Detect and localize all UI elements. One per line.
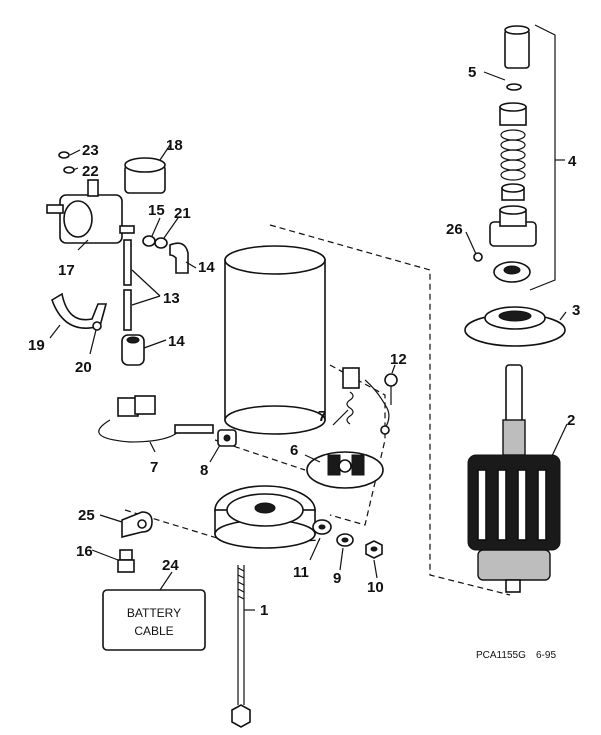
callout-labels: 5 4 26 3 2 12 7 6 7 8 11 9 10 1 23 22 18… (28, 64, 580, 619)
callout-6: 6 (290, 442, 298, 459)
callout-21: 21 (174, 205, 191, 222)
callout-19: 19 (28, 337, 45, 354)
drive-cap (504, 25, 530, 69)
drive-sleeve (499, 102, 527, 126)
brush-assembly-lower (98, 395, 214, 443)
callout-18: 18 (166, 137, 183, 154)
end-cap (464, 306, 566, 347)
insulator-8 (217, 429, 237, 447)
callout-5: 5 (468, 64, 476, 81)
callout-2: 2 (567, 412, 575, 429)
motor-frame (224, 245, 326, 435)
leader-lines (49, 71, 568, 611)
callout-23: 23 (82, 142, 99, 159)
callout-22: 22 (82, 163, 99, 180)
drive-pinion (489, 205, 537, 247)
callout-14-upper: 14 (198, 259, 215, 276)
brush-assembly-upper (342, 367, 390, 435)
callout-20: 20 (75, 359, 92, 376)
boot-18 (124, 157, 166, 194)
screw-20 (92, 321, 102, 331)
brush-plate (306, 451, 384, 489)
callout-24: 24 (162, 557, 179, 574)
washer-21 (154, 237, 168, 249)
clip-25 (121, 511, 153, 539)
cable-13 (123, 239, 132, 331)
callout-9: 9 (333, 570, 341, 587)
callout-12: 12 (390, 351, 407, 368)
drive-assembly (473, 25, 537, 283)
washer-11 (312, 519, 332, 535)
figure-code: PCA1155G (476, 650, 526, 661)
solenoid (46, 179, 135, 244)
nut-10 (365, 540, 383, 559)
screw-16 (117, 549, 135, 573)
callout-13: 13 (163, 290, 180, 307)
retaining-ring (506, 83, 522, 91)
drive-spring (500, 129, 526, 181)
nut-23 (58, 151, 70, 159)
commutator-end-cap (214, 485, 316, 549)
callout-7-upper: 7 (318, 408, 326, 425)
pinion-stop-nut (493, 261, 531, 283)
callout-17: 17 (58, 262, 75, 279)
battery-box-line1: BATTERY (127, 606, 181, 620)
battery-box-line2: CABLE (134, 624, 173, 638)
callout-8: 8 (200, 462, 208, 479)
callout-11: 11 (293, 564, 309, 581)
callout-15: 15 (148, 202, 165, 219)
terminal-boot-upper (169, 242, 189, 274)
battery-cable-box: BATTERY CABLE (102, 589, 206, 651)
callout-25: 25 (78, 507, 95, 524)
through-bolt (231, 565, 251, 728)
callout-16: 16 (76, 543, 93, 560)
mount-bracket-19 (51, 292, 108, 329)
callout-7-lower: 7 (150, 459, 158, 476)
small-nut (473, 252, 483, 262)
callout-14-lower: 14 (168, 333, 185, 350)
callout-10: 10 (367, 579, 384, 596)
callout-4: 4 (568, 153, 577, 170)
callout-3: 3 (572, 302, 580, 319)
washer-9 (336, 533, 354, 547)
nut-15 (142, 235, 156, 247)
washer-22 (63, 166, 75, 174)
callout-26: 26 (446, 221, 463, 238)
bracket-4 (529, 24, 565, 291)
drive-bushing (501, 183, 525, 201)
terminal-boot-lower (121, 334, 145, 366)
figure-date: 6-95 (536, 650, 556, 661)
callout-1: 1 (260, 602, 268, 619)
armature (467, 364, 561, 593)
screw-12 (384, 373, 398, 405)
